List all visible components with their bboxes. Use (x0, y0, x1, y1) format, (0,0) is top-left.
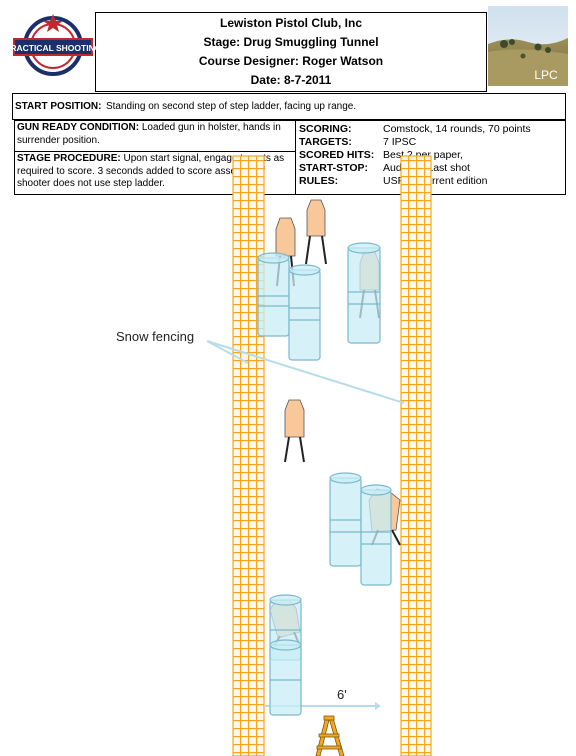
start-position-label: START POSITION: (15, 101, 102, 112)
fence-pointer-line (206, 340, 405, 404)
distance-label: 6' (337, 687, 347, 702)
header-box: Lewiston Pistol Club, Inc Stage: Drug Sm… (95, 12, 487, 92)
procedure-label: STAGE PROCEDURE: (17, 153, 121, 164)
procedure-text: Upon start signal, engage targets as req… (17, 153, 285, 189)
info-value: Comstock, 14 rounds, 70 points (383, 123, 531, 135)
info-row: SCORING: Comstock, 14 rounds, 70 points (299, 123, 562, 136)
info-label: TARGETS: (299, 136, 352, 148)
logo-text: PRACTICAL SHOOTING (10, 43, 96, 53)
info-label: RULES: (299, 175, 339, 187)
step-ladder (315, 715, 345, 756)
stage-date: Date: 8-7-2011 (250, 73, 332, 87)
target-1 (305, 199, 327, 265)
gun-ready-label: GUN READY CONDITION: (17, 122, 140, 133)
stage-title: Stage: Drug Smuggling Tunnel (203, 35, 379, 49)
barrel-4 (329, 472, 362, 567)
info-label: SCORED HITS: (299, 149, 375, 161)
start-position-text: Standing on second step of step ladder, … (105, 101, 357, 112)
barrel-1 (257, 252, 290, 337)
right-snow-fence (400, 155, 432, 756)
info-value: 7 IPSC (383, 136, 417, 148)
info-label: SCORING: (299, 123, 352, 135)
barrel-2 (288, 264, 321, 361)
barrel-7 (269, 639, 302, 716)
start-position-box: START POSITION: Standing on second step … (12, 93, 566, 120)
target-4 (284, 399, 305, 463)
info-row: TARGETS: 7 IPSC (299, 136, 562, 149)
landscape-photo: LPC (488, 6, 568, 86)
course-designer: Course Designer: Roger Watson (198, 54, 384, 68)
photo-caption: LPC (534, 68, 558, 82)
club-title: Lewiston Pistol Club, Inc (219, 16, 362, 30)
left-snow-fence (232, 155, 265, 756)
info-label: START-STOP: (299, 162, 369, 174)
gun-ready-text: Loaded gun in holster, hands in surrende… (17, 122, 281, 146)
barrel-5 (360, 484, 392, 586)
club-logo: PRACTICAL SHOOTING (10, 10, 96, 82)
snow-fencing-label: Snow fencing (116, 329, 194, 344)
barrel-3 (347, 242, 381, 344)
